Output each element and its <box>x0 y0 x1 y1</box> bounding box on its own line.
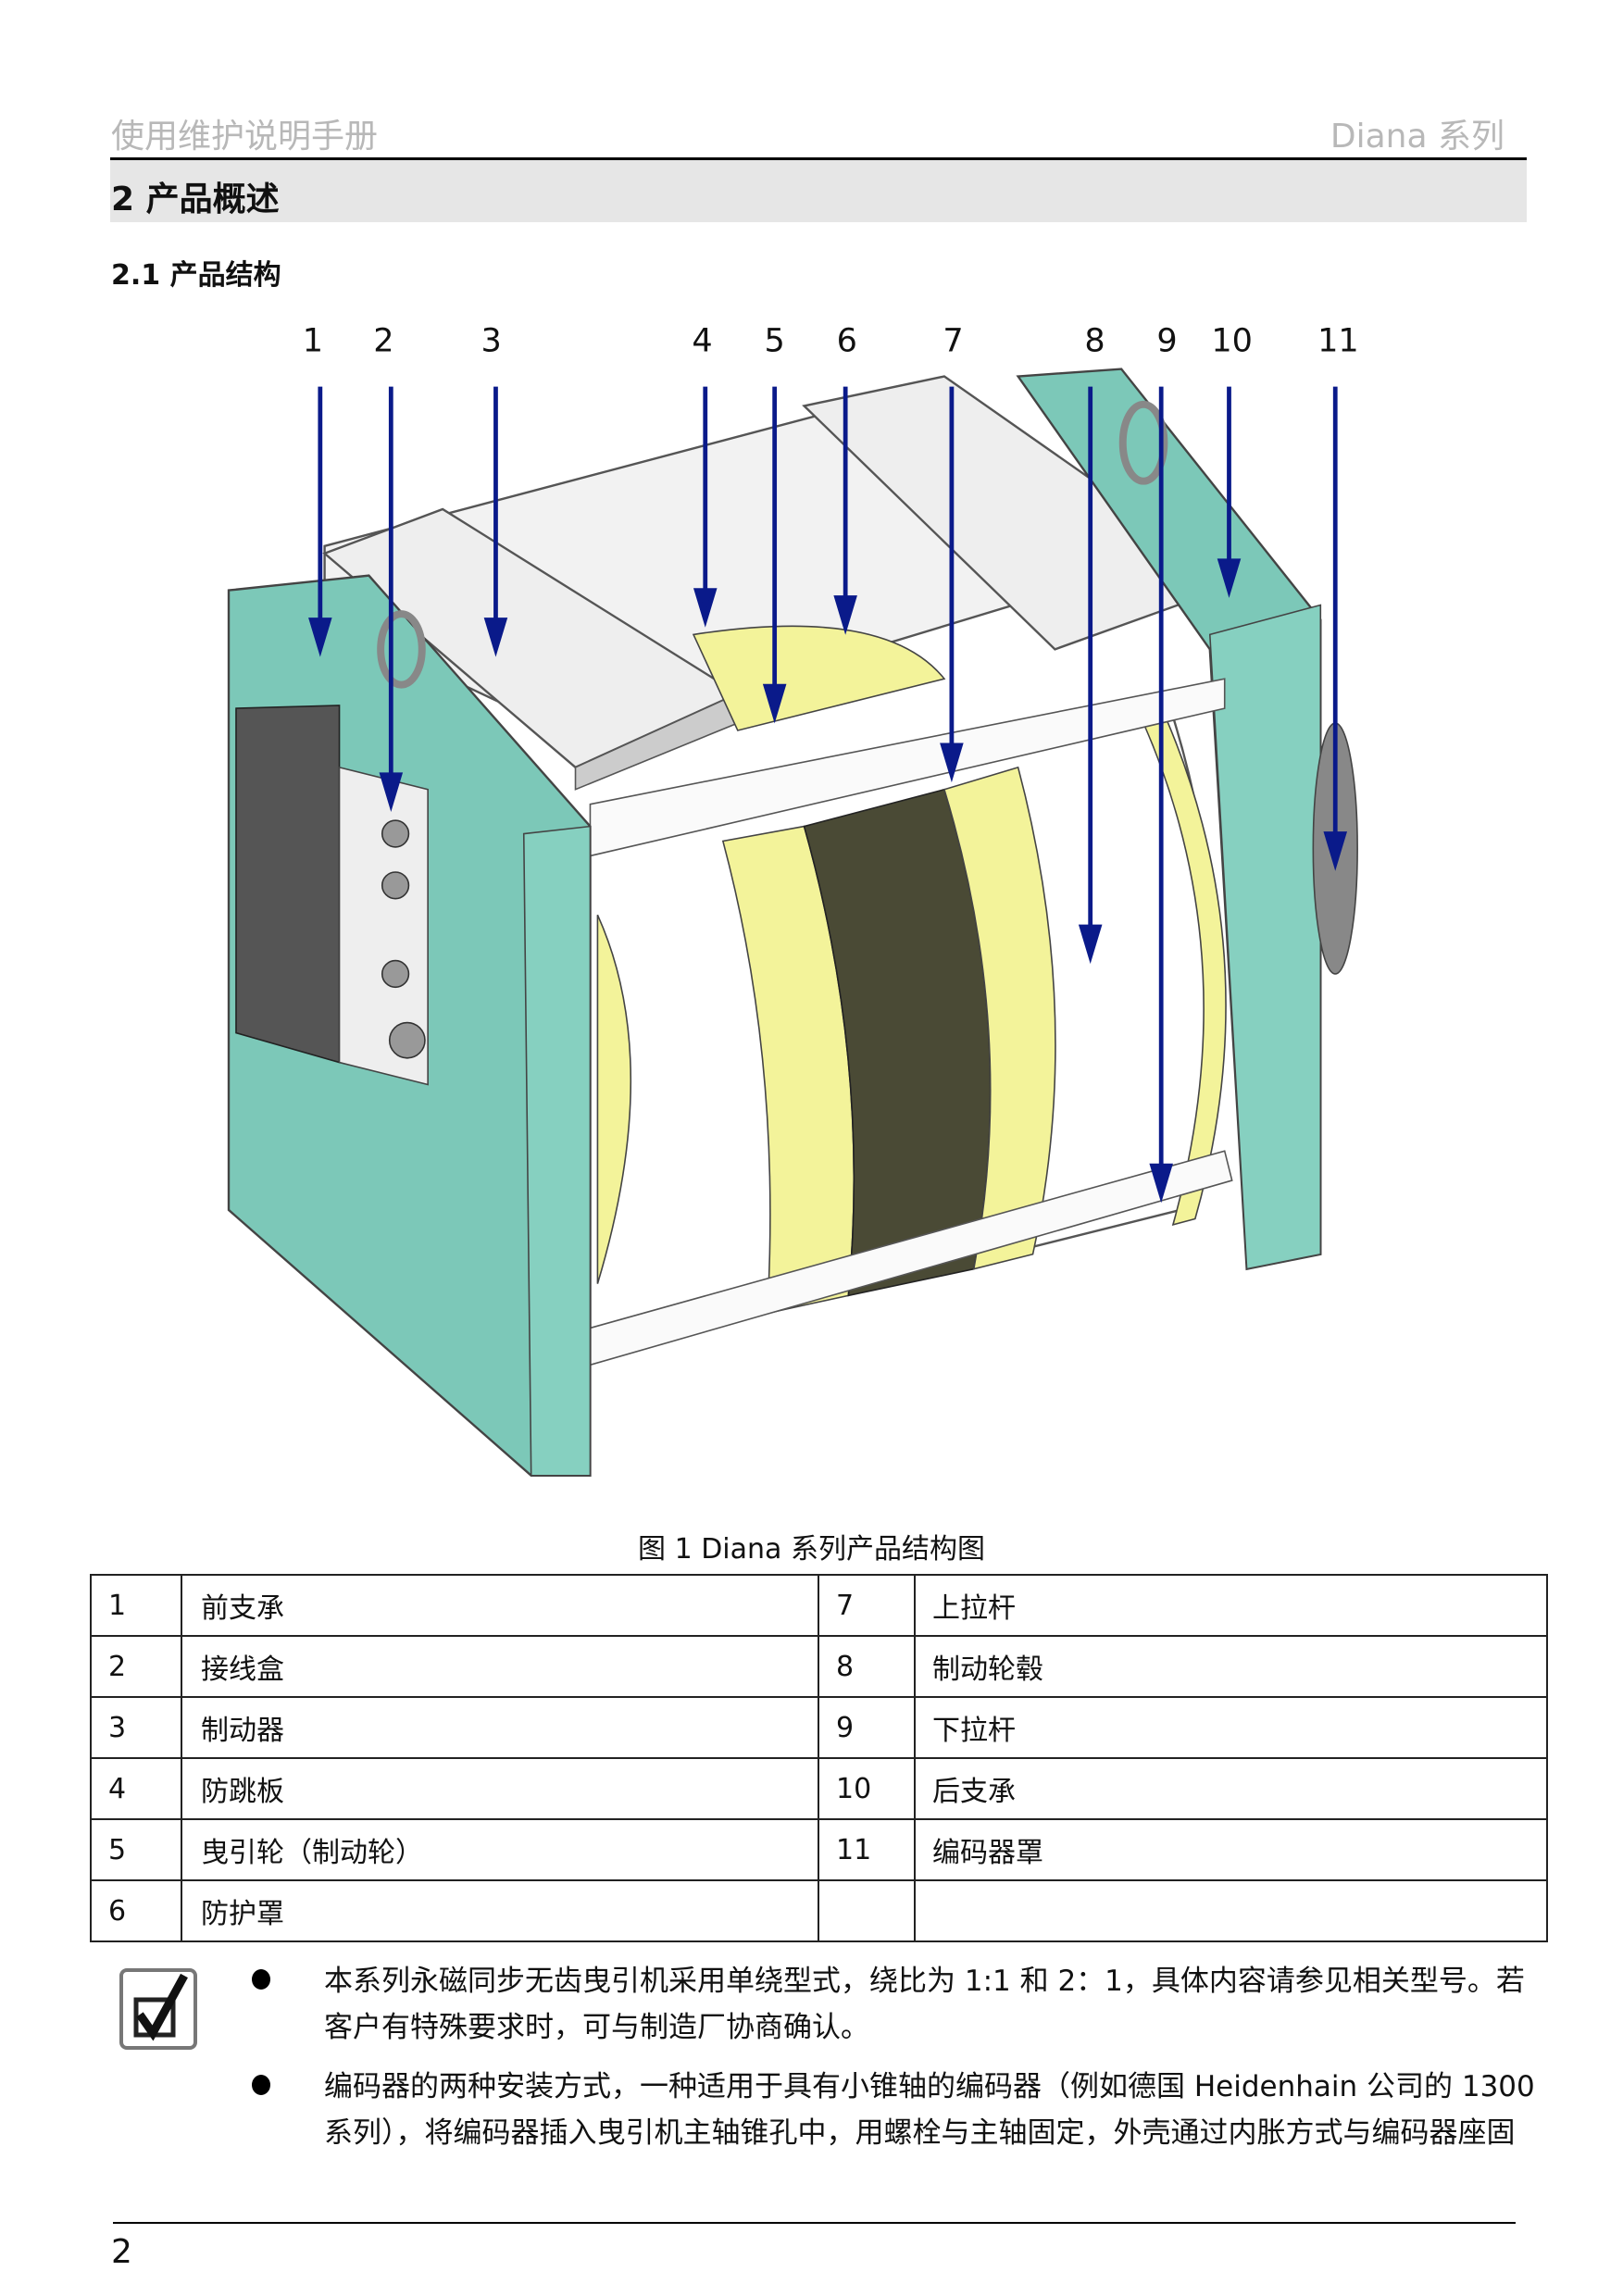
part-number: 8 <box>818 1635 916 1698</box>
part-number: 5 <box>90 1818 182 1881</box>
part-number: 1 <box>90 1574 182 1637</box>
figure-caption: 图 1 Diana 系列产品结构图 <box>638 1533 985 1566</box>
part-name: 制动器 <box>181 1696 819 1759</box>
junction-box <box>235 705 341 1064</box>
part-name: 防护罩 <box>181 1879 819 1942</box>
arrowhead-icon <box>762 683 787 724</box>
callout-label: 6 <box>837 321 857 359</box>
arrowhead-icon <box>308 618 332 657</box>
header-series: Diana 系列 <box>1330 118 1504 156</box>
header-manual-title: 使用维护说明手册 <box>111 118 379 156</box>
callout-label: 9 <box>1156 321 1177 359</box>
arrowhead-icon <box>1217 558 1242 598</box>
callout-label: 2 <box>373 321 393 359</box>
upper-sheave <box>692 625 946 731</box>
arrowhead-icon <box>1149 1163 1173 1204</box>
rear-support-face <box>1208 604 1322 1270</box>
callout-label: 1 <box>303 321 323 359</box>
note-text: 编码器的两种安装方式，一种适用于具有小锥轴的编码器（例如德国 Heidenhai… <box>324 2070 1535 2150</box>
part-number: 4 <box>90 1757 182 1820</box>
section-band <box>110 160 1527 222</box>
callout-label: 5 <box>765 321 785 359</box>
part-name: 制动轮毂 <box>914 1635 1548 1698</box>
bullet-icon <box>252 2075 270 2095</box>
part-name: 防跳板 <box>181 1757 819 1820</box>
arrowhead-icon <box>379 772 404 813</box>
arrowhead-icon <box>693 588 718 628</box>
part-number: 3 <box>90 1696 182 1759</box>
part-name: 下拉杆 <box>914 1696 1548 1759</box>
part-number: 7 <box>818 1574 916 1637</box>
checkmark-note-icon <box>116 1963 205 2055</box>
header-divider <box>110 157 1527 160</box>
note-item: 本系列永磁同步无齿曳引机采用单绕型式，绕比为 1:1 和 2：1，具体内容请参见… <box>252 1958 1537 2051</box>
arrowhead-icon <box>940 742 964 783</box>
subsection-title: 2.1 产品结构 <box>111 259 281 292</box>
part-number: 10 <box>818 1757 916 1820</box>
lifting-eye-left <box>377 610 426 689</box>
part-name: 接线盒 <box>181 1635 819 1698</box>
lifting-eye-right <box>1118 400 1168 485</box>
callout-label: 3 <box>481 321 502 359</box>
arrowhead-icon <box>1323 831 1348 871</box>
arrowhead-icon <box>483 618 508 657</box>
part-number: 2 <box>90 1635 182 1698</box>
bullet-icon <box>252 1969 270 1990</box>
callout-label: 7 <box>943 321 963 359</box>
note-item: 编码器的两种安装方式，一种适用于具有小锥轴的编码器（例如德国 Heidenhai… <box>252 2064 1537 2156</box>
page-number: 2 <box>111 2233 132 2271</box>
part-name: 上拉杆 <box>914 1574 1548 1637</box>
part-name: 后支承 <box>914 1757 1548 1820</box>
part-name: 曳引轮（制动轮） <box>181 1818 819 1881</box>
footer-divider <box>113 2222 1516 2224</box>
callout-label: 8 <box>1084 321 1105 359</box>
part-name <box>914 1879 1548 1942</box>
notes-list: 本系列永磁同步无齿曳引机采用单绕型式，绕比为 1:1 和 2：1，具体内容请参见… <box>252 1958 1537 2156</box>
part-name: 编码器罩 <box>914 1818 1548 1881</box>
front-support-face <box>522 825 592 1477</box>
arrowhead-icon <box>833 595 857 635</box>
callout-label: 11 <box>1317 321 1359 359</box>
part-number: 6 <box>90 1879 182 1942</box>
yellow-band-right <box>943 766 1056 1270</box>
section-title: 2 产品概述 <box>111 181 280 218</box>
front-yellow-ring <box>596 914 631 1284</box>
part-number <box>818 1879 916 1942</box>
callout-label: 10 <box>1211 321 1253 359</box>
note-text: 本系列永磁同步无齿曳引机采用单绕型式，绕比为 1:1 和 2：1，具体内容请参见… <box>324 1965 1525 2044</box>
arrowhead-icon <box>1078 924 1103 965</box>
part-number: 9 <box>818 1696 916 1759</box>
brake-wheel-hub <box>1142 716 1227 1226</box>
part-number: 11 <box>818 1818 916 1881</box>
part-name: 前支承 <box>181 1574 819 1637</box>
callout-label: 4 <box>692 321 712 359</box>
